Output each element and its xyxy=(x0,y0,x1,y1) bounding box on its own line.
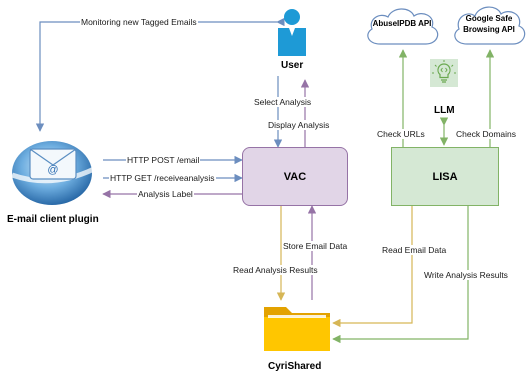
edge-label-check-domains: Check Domains xyxy=(455,129,517,139)
edge-label-read-email: Read Email Data xyxy=(381,245,448,255)
user-label: User xyxy=(281,60,304,71)
svg-text:@: @ xyxy=(47,164,58,176)
edge-label-check-urls: Check URLs xyxy=(376,129,426,139)
edge-label-store-email: Store Email Data xyxy=(282,241,349,251)
edge-label-http-post: HTTP POST /email xyxy=(126,155,201,165)
google-label-line1: Google Safe xyxy=(465,14,513,23)
edge-label-read-results: Read Analysis Results xyxy=(232,265,319,275)
abuseipdb-label: AbuseIPDB API xyxy=(372,19,432,28)
lisa-label: LISA xyxy=(432,170,458,183)
edge-label-write-results: Write Analysis Results xyxy=(423,270,509,280)
edge-label-monitoring: Monitoring new Tagged Emails xyxy=(80,17,198,27)
email-plugin-icon: @ xyxy=(11,141,96,205)
edge-label-http-get: HTTP GET /receiveanalysis xyxy=(109,173,216,183)
abuseipdb-cloud[interactable] xyxy=(362,4,442,50)
google-label-line2: Browsing API xyxy=(463,25,515,34)
llm-icon xyxy=(430,59,458,87)
folder-icon xyxy=(264,307,330,351)
google-safe-browsing-cloud[interactable] xyxy=(449,2,529,50)
vac-label: VAC xyxy=(283,170,307,183)
edge-write-results xyxy=(332,206,469,344)
cyrishared-label: CyriShared xyxy=(268,361,322,372)
edge-label-display-analysis: Display Analysis xyxy=(267,120,331,130)
vac-node[interactable]: VAC xyxy=(242,147,348,206)
edge-read-email xyxy=(332,206,413,328)
google-safe-browsing-label: Google Safe Browsing API xyxy=(449,13,529,35)
lisa-node[interactable]: LISA xyxy=(391,147,499,206)
user-icon xyxy=(278,9,306,56)
email-plugin-label: E-mail client plugin xyxy=(7,214,99,225)
edge-monitoring xyxy=(35,17,285,132)
llm-label: LLM xyxy=(434,105,455,116)
edge-label-select-analysis: Select Analysis xyxy=(253,97,313,107)
edge-label-analysis-label: Analysis Label xyxy=(137,189,194,199)
